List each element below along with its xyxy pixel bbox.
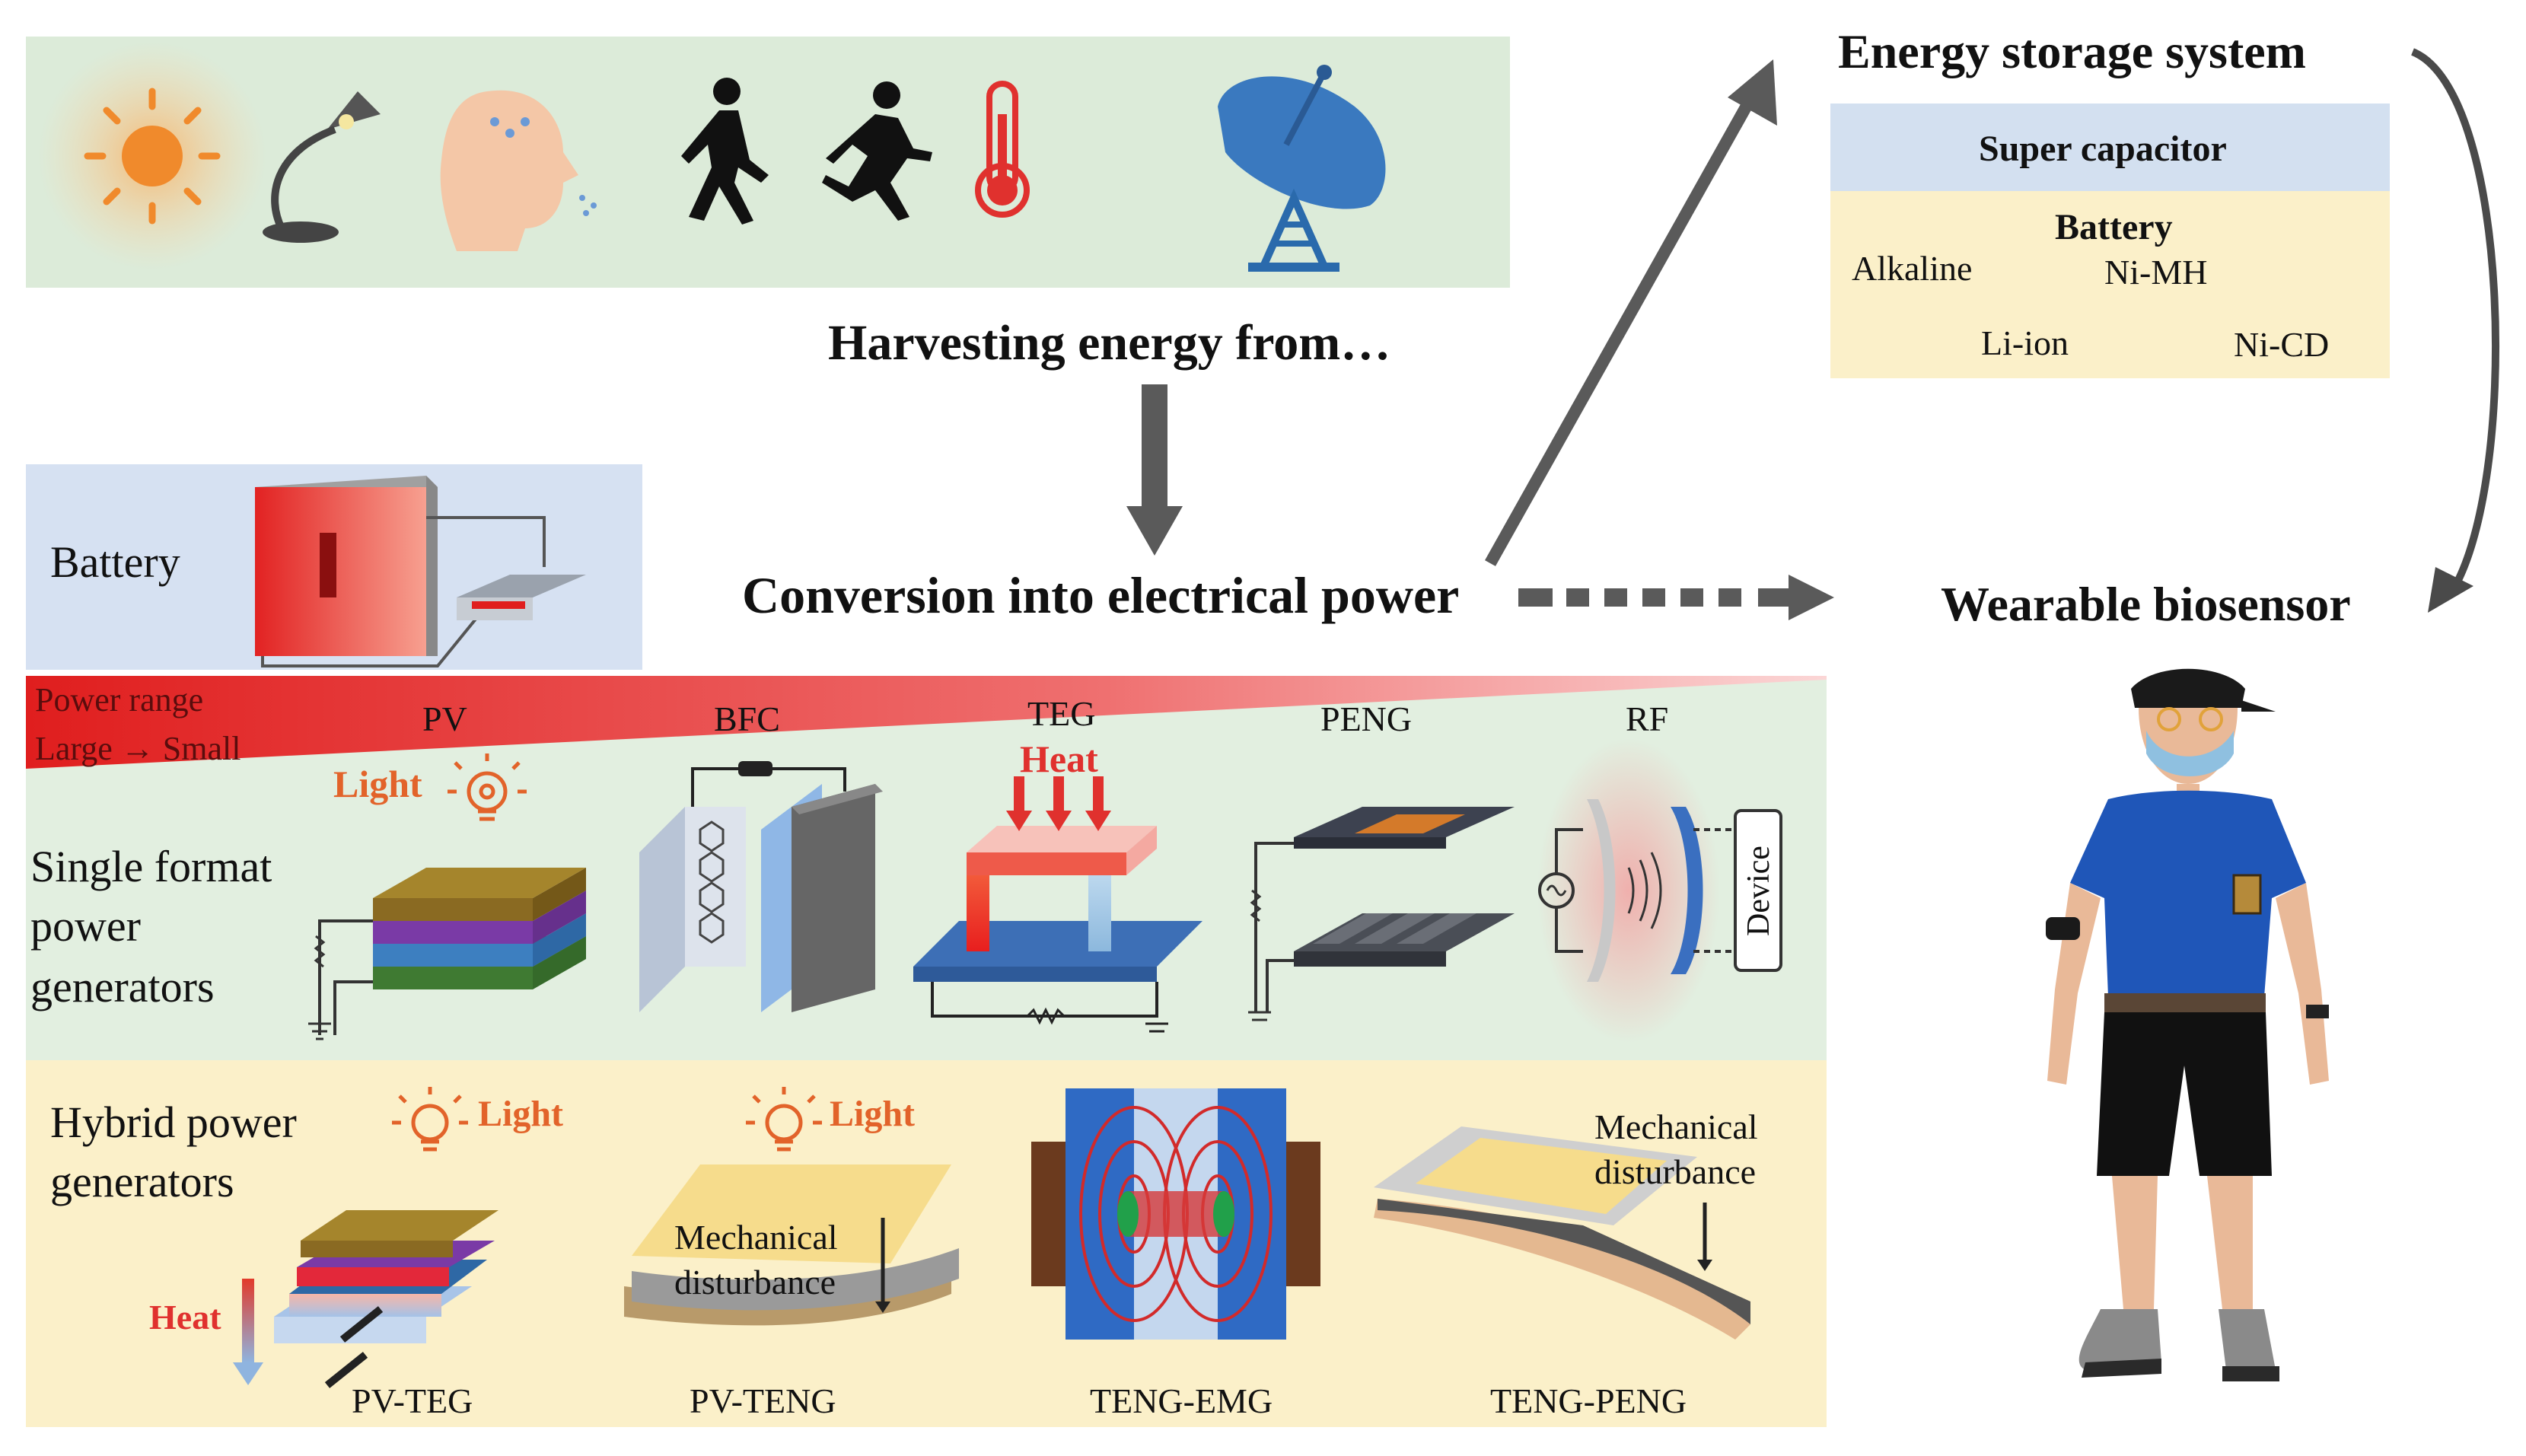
pv-stack [308,868,586,1040]
column-pv: PV [422,699,467,738]
storage-title: Energy storage system [1838,24,2306,78]
teg-illustration [913,776,1202,1033]
wearable-label: Wearable biosensor [1941,577,2351,631]
tengpeng-mech-line2: disturbance [1594,1152,1757,1191]
hybrid-name-tengpeng: TENG-PENG [1490,1381,1687,1420]
power-range-line2: Large → Small [35,730,241,767]
pvteg-heat-label: Heat [149,1298,221,1337]
column-peng: PENG [1320,699,1413,738]
arrow-conversion-to-storage [1485,59,1777,566]
battery-type-title: Battery [2055,207,2173,247]
battery-type-alkaline: Alkaline [1852,249,1973,288]
pvteng-mech-line2: disturbance [674,1263,836,1301]
light-bulb-icon [746,1087,822,1152]
walking-person-icon [681,78,769,225]
lamp-icon [263,91,381,243]
column-teg: TEG [1027,694,1096,733]
pv-light-label: Light [333,763,422,805]
arrow-conversion-to-wearable-dashed [1518,575,1834,620]
arrow-harvest-to-conversion [1126,384,1183,556]
single-label-line2: power [30,901,141,951]
hybrid-label-line2: generators [50,1157,234,1206]
satellite-dish-icon [1218,65,1386,272]
teg-heat-label: Heat [1020,738,1098,780]
sweating-head-icon [440,90,597,252]
device-label: Device [1741,846,1776,936]
power-range-wedge [26,676,1827,769]
column-rf: RF [1626,699,1669,738]
peng-illustration [1248,807,1515,1021]
pvteg-light-label: Light [478,1094,564,1134]
conversion-label: Conversion into electrical power [742,566,1460,624]
sun-icon [38,42,266,270]
rf-illustration [1537,738,1782,1043]
tengpeng-mech-line1: Mechanical [1594,1107,1758,1146]
hybrid-name-tengemg: TENG-EMG [1090,1381,1273,1420]
pvteng-light-label: Light [830,1094,916,1134]
hybrid-name-pvteg: PV-TEG [352,1381,473,1420]
harvest-label: Harvesting energy from… [828,315,1391,371]
battery-types-box [1830,191,2390,378]
hybrid-label-line1: Hybrid power [50,1098,297,1147]
teng-peng-illustration [1374,1126,1750,1340]
thermometer-icon [975,81,1030,218]
supercap-label: Super capacitor [1979,129,2227,169]
single-label-line3: generators [30,962,215,1012]
wearable-person-illustration [2046,668,2329,1381]
battery-type-nicd: Ni-CD [2234,325,2330,364]
power-range-line1: Power range [35,681,204,718]
battery-illustration [255,476,586,667]
hybrid-name-pvteng: PV-TENG [690,1381,836,1420]
pvteng-mech-line1: Mechanical [674,1218,838,1257]
supercap-box [1830,104,2390,191]
battery-panel-label: Battery [50,537,180,587]
single-label-line1: Single format [30,842,272,891]
bfc-illustration [639,761,883,1012]
arrow-storage-to-wearable-curved [2411,48,2499,613]
battery-type-liion: Li-ion [1981,323,2069,362]
running-person-icon [822,81,932,221]
pv-teg-illustration [233,1210,499,1388]
light-bulb-icon [448,753,527,821]
column-bfc: BFC [714,699,780,738]
battery-type-nimh: Ni-MH [2104,253,2208,292]
device-box [1734,809,1782,972]
teng-emg-illustration [1031,1088,1320,1340]
light-bulb-icon [392,1087,468,1152]
pv-teng-illustration [624,1164,959,1326]
